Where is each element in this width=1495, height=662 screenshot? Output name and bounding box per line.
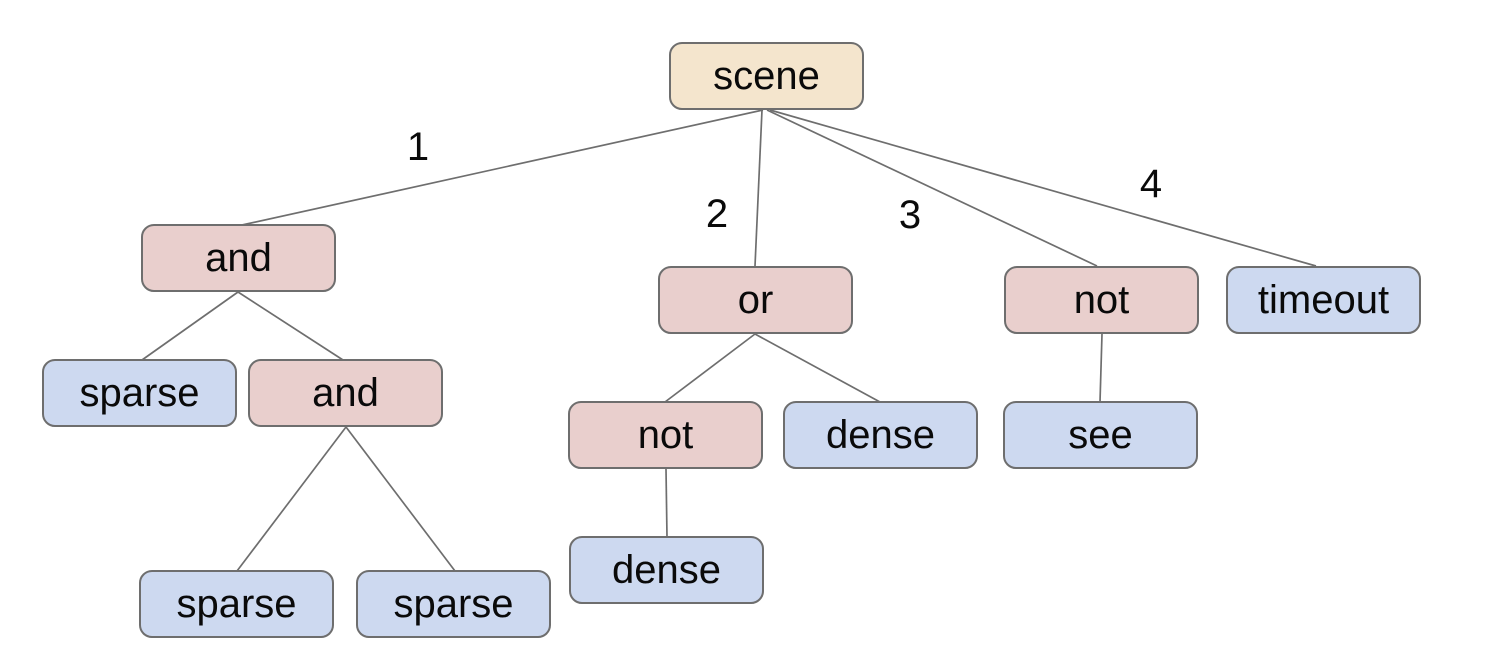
node-dense-1: dense xyxy=(783,401,978,469)
edge-label-3: 3 xyxy=(898,193,922,237)
node-and-2: and xyxy=(248,359,443,427)
node-sparse-1: sparse xyxy=(42,359,237,427)
node-not-1: not xyxy=(1004,266,1199,334)
edge-or-dense xyxy=(754,333,881,403)
node-not-2: not xyxy=(568,401,763,469)
node-scene: scene xyxy=(669,42,864,110)
node-timeout: timeout xyxy=(1226,266,1421,334)
node-dense-2: dense xyxy=(569,536,764,604)
edge-label-2: 2 xyxy=(705,192,729,236)
edge-or-not xyxy=(664,333,756,403)
edge-and-and xyxy=(237,291,344,361)
edge-label-4: 4 xyxy=(1139,162,1163,206)
edge-not-see xyxy=(1099,333,1103,403)
edge-scene-timeout xyxy=(769,109,1317,267)
node-see: see xyxy=(1003,401,1198,469)
edge-and2-sparse-left xyxy=(236,426,347,572)
edge-scene-not xyxy=(766,109,1098,267)
node-sparse-2: sparse xyxy=(139,570,334,638)
edge-not2-dense xyxy=(665,468,668,538)
edge-scene-and xyxy=(241,109,764,226)
node-sparse-3: sparse xyxy=(356,570,551,638)
node-or: or xyxy=(658,266,853,334)
node-and-1: and xyxy=(141,224,336,292)
edge-label-1: 1 xyxy=(406,125,430,169)
edge-and2-sparse-right xyxy=(345,426,456,572)
edge-scene-or xyxy=(754,109,763,267)
edge-and-sparse xyxy=(141,291,239,361)
